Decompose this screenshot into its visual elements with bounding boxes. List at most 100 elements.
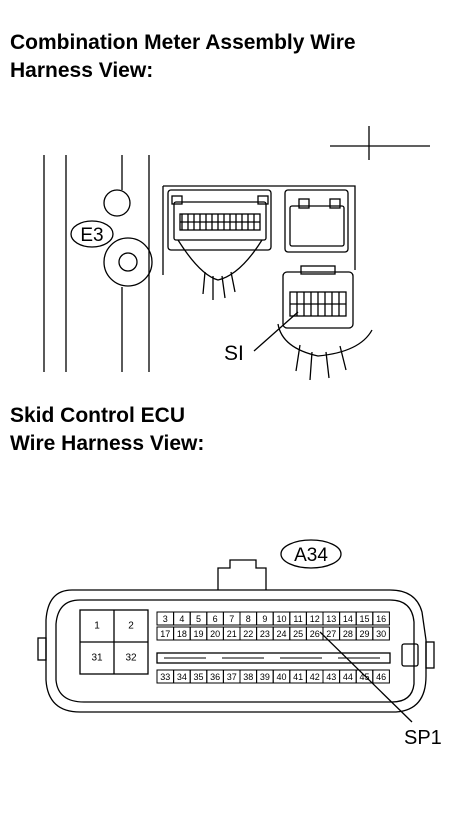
pin-number: 43 <box>326 672 336 682</box>
pin-cell: 21 <box>222 626 241 641</box>
pin-cell: 16 <box>372 611 390 626</box>
pin-number: 41 <box>293 672 303 682</box>
sp1-label: SP1 <box>404 727 442 749</box>
pin-cell: 34 <box>173 669 191 684</box>
a34-callout <box>280 539 342 569</box>
pin-number: 44 <box>343 672 353 682</box>
heading-line: Combination Meter Assembly Wire <box>10 31 356 54</box>
pin-number: 9 <box>262 614 267 624</box>
pin-number: 20 <box>210 629 220 639</box>
pin-number: 11 <box>293 614 302 624</box>
heading-line: Skid Control ECU <box>10 404 186 427</box>
pin-number: 17 <box>160 629 170 639</box>
pin-cell: 43 <box>322 669 341 684</box>
pin-number: 13 <box>326 614 336 624</box>
pin-number: 35 <box>193 672 203 682</box>
pin-cell: 14 <box>339 611 357 626</box>
pin-number: 36 <box>210 672 220 682</box>
heading-line: Wire Harness View: <box>10 432 205 455</box>
pin-cell: 39 <box>256 669 274 684</box>
ground-bolt-outer <box>103 237 153 287</box>
pin-cell: 9 <box>256 611 274 626</box>
pin-cell: 6 <box>206 611 224 626</box>
e3-callout <box>70 220 114 248</box>
pin-cell: 8 <box>239 611 258 626</box>
pin-cell: 17 <box>156 626 175 641</box>
sp1-leader <box>319 631 413 723</box>
pin-cell: 18 <box>173 626 191 641</box>
pin-cell: 28 <box>339 626 357 641</box>
pin-number: 45 <box>359 672 369 682</box>
pin-number: 4 <box>179 614 184 624</box>
big-pin-number: 31 <box>91 653 103 664</box>
pin-cell: 42 <box>305 669 324 684</box>
pin-number: 16 <box>376 614 386 624</box>
big-pin-number: 32 <box>125 653 137 664</box>
pin-cell: 20 <box>206 626 224 641</box>
a34-big-pins: 1 2 31 32 <box>91 621 137 664</box>
pin-cell: 13 <box>322 611 341 626</box>
pin-number: 15 <box>359 614 369 624</box>
pin-cell: 15 <box>355 611 374 626</box>
pin-number: 40 <box>276 672 286 682</box>
combination-meter-heading: Combination Meter Assembly Wire Harness … <box>10 29 356 85</box>
pin-cell: 30 <box>372 626 390 641</box>
pin-number: 38 <box>243 672 253 682</box>
si-connector <box>277 265 373 381</box>
pin-number: 37 <box>227 672 237 682</box>
pin-number: 24 <box>276 629 286 639</box>
pin-number: 30 <box>376 629 386 639</box>
a34-label: A34 <box>294 545 328 566</box>
pin-cell: 27 <box>322 626 341 641</box>
pin-number: 10 <box>276 614 286 624</box>
pin-number: 7 <box>229 614 234 624</box>
pin-cell: 7 <box>222 611 241 626</box>
pin-number: 6 <box>213 614 218 624</box>
pin-number: 21 <box>227 629 237 639</box>
pin-cell: 3 <box>156 611 175 626</box>
pin-cell: 23 <box>256 626 274 641</box>
pin-cell: 46 <box>372 669 390 684</box>
pin-number: 8 <box>246 614 251 624</box>
pin-cell: 26 <box>305 626 324 641</box>
pin-cell: 25 <box>289 626 307 641</box>
pin-number: 3 <box>163 614 168 624</box>
meter-connector-left <box>171 195 269 300</box>
si-label: SI <box>224 342 244 365</box>
pin-cell: 40 <box>272 669 291 684</box>
pin-number: 46 <box>376 672 386 682</box>
pin-cell: 24 <box>272 626 291 641</box>
pin-number: 5 <box>196 614 201 624</box>
pin-cell: 4 <box>173 611 191 626</box>
pin-cell: 19 <box>189 626 208 641</box>
pin-number: 22 <box>243 629 253 639</box>
pin-cell: 44 <box>339 669 357 684</box>
pin-number: 34 <box>177 672 187 682</box>
meter-housing <box>162 185 356 275</box>
pin-number: 42 <box>310 672 320 682</box>
ground-bolt-inner <box>118 252 138 272</box>
big-pin-number: 2 <box>128 621 134 632</box>
pin-number: 23 <box>260 629 270 639</box>
pin-cell: 33 <box>156 669 175 684</box>
pin-cell: 22 <box>239 626 258 641</box>
pin-cell: 41 <box>289 669 307 684</box>
bolt-hole <box>103 189 131 217</box>
big-pin-number: 1 <box>94 621 100 632</box>
pin-number: 28 <box>343 629 353 639</box>
pin-number: 25 <box>293 629 303 639</box>
frame-rails <box>43 155 150 372</box>
pin-number: 39 <box>260 672 270 682</box>
skid-control-ecu-heading: Skid Control ECU Wire Harness View: <box>10 402 204 458</box>
pin-number: 14 <box>343 614 353 624</box>
pin-cell: 38 <box>239 669 258 684</box>
pin-number: 12 <box>310 614 320 624</box>
pin-cell: 10 <box>272 611 291 626</box>
pin-number: 29 <box>359 629 369 639</box>
pin-cell: 29 <box>355 626 374 641</box>
heading-line: Harness View: <box>10 59 154 82</box>
pin-cell: 37 <box>222 669 241 684</box>
pin-cell: 35 <box>189 669 208 684</box>
